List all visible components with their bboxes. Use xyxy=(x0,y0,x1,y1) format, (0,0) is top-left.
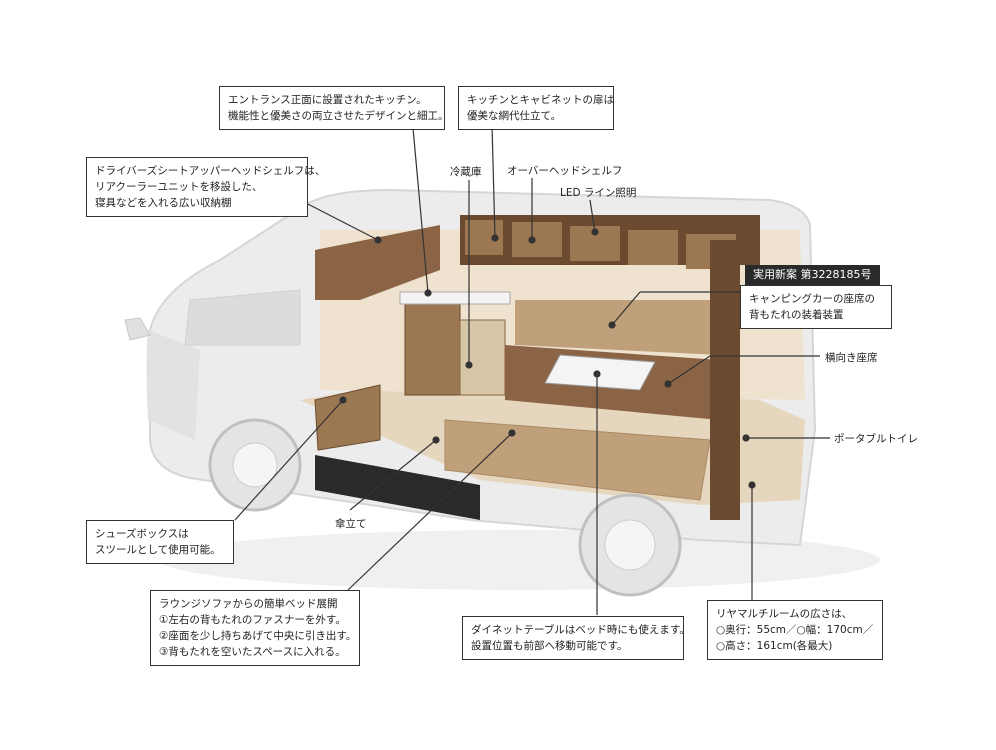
label-side-seat: 横向き座席 xyxy=(825,352,878,364)
callout-cabinet-doors: キッチンとキャビネットの扉は 優美な網代仕立て。 xyxy=(458,86,614,130)
rear-wheel-hub xyxy=(604,519,656,571)
label-refrigerator: 冷蔵庫 xyxy=(450,166,482,178)
kitchen-unit xyxy=(404,299,461,396)
label-portable-toilet: ポータブルトイレ xyxy=(834,433,918,445)
front-wheel-hub xyxy=(232,442,278,488)
driver-overhead-shelf xyxy=(315,225,440,300)
callout-backrest-device: キャンピングカーの座席の 背もたれの装着装置 xyxy=(740,285,892,329)
leader-lounge xyxy=(347,432,513,591)
patent-badge: 実用新案 第3228185号 xyxy=(745,265,880,285)
kitchen-counter xyxy=(399,291,511,305)
ground-shadow xyxy=(160,530,880,590)
callout-lounge-sofa: ラウンジソファからの簡単ベッド展開 ①左右の背もたれのファスナーを外す。 ②座面… xyxy=(150,590,360,666)
leader-shoe-box xyxy=(234,399,344,521)
shoe-box xyxy=(314,384,381,451)
side-mirror xyxy=(124,317,151,341)
label-led-light: LED ライン照明 xyxy=(560,187,637,199)
cabinet-door-2 xyxy=(512,222,562,257)
leader-driver-shelf xyxy=(299,199,379,241)
refrigerator-unit xyxy=(459,319,506,396)
label-overhead-shelf: オーバーヘッドシェルフ xyxy=(507,165,623,177)
leader-cabinet xyxy=(491,124,496,239)
rear-sofa-back xyxy=(515,300,720,355)
leader-led xyxy=(589,199,596,233)
bed-cushion xyxy=(444,419,711,501)
callout-kitchen-front: エントランス正面に設置されたキッチン。 機能性と優美さの両立させたデザインと細工… xyxy=(219,86,449,130)
leader-umbrella xyxy=(349,439,437,511)
cabinet-door-4 xyxy=(628,230,678,265)
rear-partition xyxy=(710,240,740,520)
van-front xyxy=(146,330,200,440)
callout-dinette-table: ダイネットテーブルはベッド時にも使えます。 設置位置も前部へ移動可能です。 xyxy=(462,616,690,660)
leader-kitchen xyxy=(411,116,429,294)
callout-rear-room: リヤマルチルームの広さは、 ○奥行：55cm／○幅：170cm／ ○高さ：161… xyxy=(707,600,883,660)
van-windshield xyxy=(184,289,301,346)
callout-shoe-box: シューズボックスは スツールとして使用可能。 xyxy=(86,520,234,564)
label-umbrella-stand: 傘立て xyxy=(335,518,367,530)
callout-driver-overhead-shelf: ドライバーズシートアッパーヘッドシェルフは、 リアクーラーユニットを移設した、 … xyxy=(86,157,325,217)
